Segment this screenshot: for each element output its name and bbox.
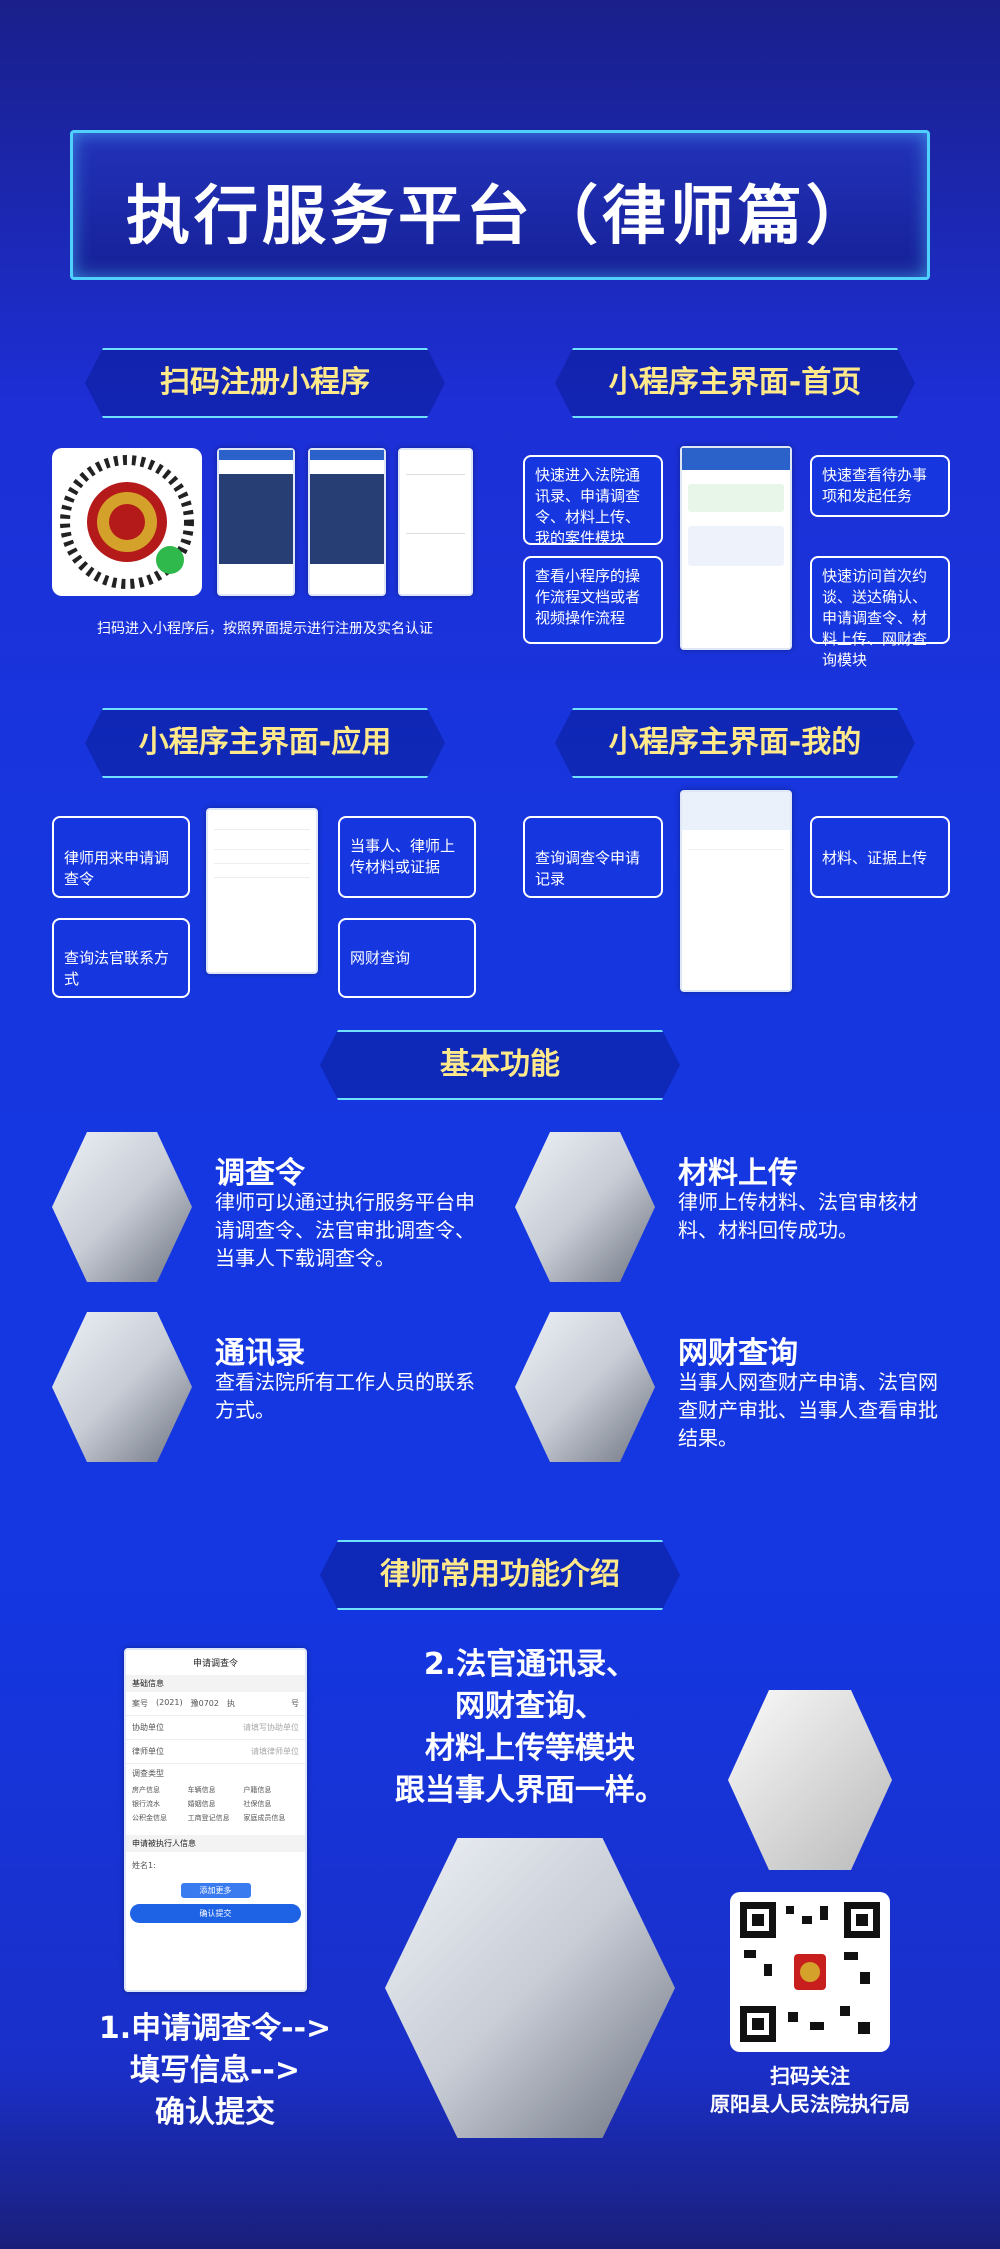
section-banner-basic: 基本功能: [320, 1030, 680, 1100]
step2-caption: 2.法官通讯录、 网财查询、 材料上传等模块 跟当事人界面一样。: [370, 1644, 690, 1812]
apps-callout-1: 律师用来申请调查令: [52, 816, 190, 898]
apps-callout-3: 当事人、律师上传材料或证据: [338, 816, 476, 898]
form-option[interactable]: 车辆信息: [187, 1786, 216, 1794]
submit-button[interactable]: 确认提交: [130, 1904, 301, 1923]
qr-caption-line-2: 原阳县人民法院执行局: [710, 2092, 910, 2116]
screenshot-apply-form: 申请调查令 基础信息 案号 (2021) 豫0702 执 号 协助单位 请填写协…: [124, 1648, 307, 1992]
step1-line-1: 1.申请调查令-->: [98, 2011, 332, 2046]
screenshot-mine: [680, 790, 792, 992]
form-option[interactable]: 家庭成员信息: [243, 1814, 286, 1822]
form-row2-input[interactable]: 请填律师单位: [251, 1747, 299, 1756]
screenshot-home: [680, 446, 792, 650]
mine-callout-2: 材料、证据上传: [810, 816, 950, 898]
home-callout-1: 快速进入法院通讯录、申请调查令、材料上传、我的案件模块: [523, 455, 663, 547]
hand-phone-image: [385, 1838, 675, 2138]
home-callout-3: 快速查看待办事项和发起任务: [810, 455, 950, 517]
section-banner-common: 律师常用功能介绍: [320, 1540, 680, 1610]
mine-callout-1: 查询调查令申请记录: [523, 816, 663, 898]
miniprogram-qr-code: [52, 448, 202, 596]
form-case-year: (2021): [156, 1698, 183, 1707]
feature-image-contacts: [52, 1312, 192, 1462]
form-section-person: 申请被执行人信息: [126, 1835, 305, 1852]
qr-caption-line-1: 扫码关注: [770, 2064, 850, 2088]
form-option[interactable]: 婚姻信息: [187, 1800, 216, 1808]
section-banner-register: 扫码注册小程序: [85, 348, 445, 418]
step2-line-1: 2.法官通讯录、: [423, 1647, 637, 1682]
feature-desc-investigation: 律师可以通过执行服务平台申请调查令、法官审批调查令、当事人下载调查令。: [215, 1190, 475, 1270]
home-callout-2: 查看小程序的操作流程文档或者视频操作流程: [523, 556, 663, 644]
feature-image-upload: [515, 1132, 655, 1282]
form-option[interactable]: 社保信息: [243, 1800, 272, 1808]
laptop-image: [728, 1690, 892, 1870]
apps-callout-2: 查询法官联系方式: [52, 918, 190, 998]
step1-line-2: 填写信息-->: [129, 2053, 301, 2088]
step2-line-4: 跟当事人界面一样。: [395, 1773, 665, 1808]
qr-caption: 扫码关注 原阳县人民法院执行局: [690, 2062, 930, 2118]
feature-title-upload: 材料上传: [678, 1156, 798, 1191]
add-more-button[interactable]: 添加更多: [180, 1883, 251, 1898]
form-option[interactable]: 工商登记信息: [187, 1814, 230, 1822]
form-section-basic: 基础信息: [126, 1675, 305, 1692]
step2-line-3: 材料上传等模块: [425, 1731, 635, 1766]
form-row1-label: 协助单位: [132, 1723, 164, 1732]
form-case-label: 案号: [132, 1699, 148, 1708]
feature-image-property: [515, 1312, 655, 1462]
screenshot-register-3: [398, 448, 473, 596]
feature-title-contacts: 通讯录: [215, 1336, 305, 1371]
home-callout-4: 快速访问首次约谈、送达确认、申请调查令、材料上传、网财查询模块: [810, 556, 950, 669]
form-option[interactable]: 户籍信息: [243, 1786, 272, 1794]
form-option[interactable]: 公积金信息: [132, 1814, 167, 1822]
section-banner-mine: 小程序主界面-我的: [555, 708, 915, 778]
form-case-num: 豫0702: [190, 1699, 219, 1708]
register-caption: 扫码进入小程序后，按照界面提示进行注册及实名认证: [97, 621, 433, 637]
feature-title-property: 网财查询: [678, 1336, 798, 1371]
form-header: 申请调查令: [192, 1659, 238, 1669]
feature-title-investigation: 调查令: [215, 1156, 305, 1191]
form-type-label: 调查类型: [126, 1763, 305, 1783]
step1-line-3: 确认提交: [155, 2095, 275, 2130]
screenshot-register-1: [217, 448, 295, 596]
feature-desc-property: 当事人网查财产申请、法官网查财产审批、当事人查看审批结果。: [678, 1370, 938, 1450]
apps-callout-4: 网财查询: [338, 918, 476, 998]
form-case-exec: 执: [226, 1699, 235, 1708]
step1-caption: 1.申请调查令--> 填写信息--> 确认提交: [60, 2008, 370, 2134]
title-frame: [70, 130, 930, 280]
form-name-label: 姓名1:: [132, 1861, 156, 1870]
form-row2-label: 律师单位: [132, 1747, 164, 1756]
step2-line-2: 网财查询、: [455, 1689, 605, 1724]
feature-image-investigation: [52, 1132, 192, 1282]
feature-desc-contacts: 查看法院所有工作人员的联系方式。: [215, 1370, 475, 1422]
section-banner-home: 小程序主界面-首页: [555, 348, 915, 418]
section-banner-apps: 小程序主界面-应用: [85, 708, 445, 778]
screenshot-apps: [206, 808, 318, 974]
screenshot-register-2: [308, 448, 386, 596]
form-option[interactable]: 银行流水: [132, 1800, 160, 1808]
wechat-qr-code: [730, 1892, 890, 2052]
form-row1-input[interactable]: 请填写协助单位: [243, 1723, 299, 1732]
feature-desc-upload: 律师上传材料、法官审核材料、材料回传成功。: [678, 1190, 918, 1242]
form-case-suffix: 号: [291, 1699, 299, 1708]
page-title: 执行服务平台（律师篇）: [126, 180, 874, 254]
form-option[interactable]: 房产信息: [132, 1786, 160, 1794]
